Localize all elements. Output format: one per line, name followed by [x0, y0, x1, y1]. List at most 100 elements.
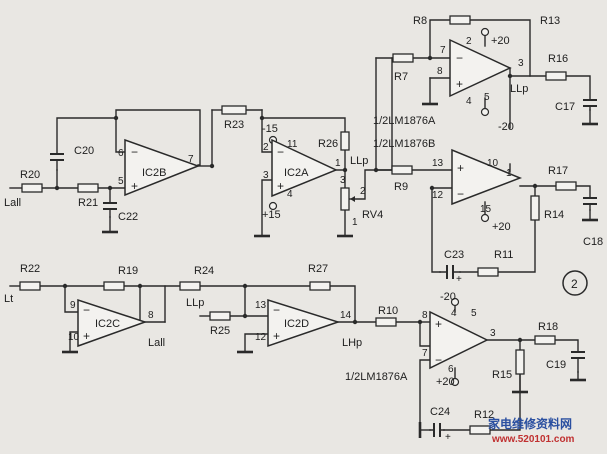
lm1-pin-noninv: 8: [437, 66, 443, 77]
resistors: [19, 15, 577, 435]
svg-text:+: +: [277, 179, 284, 193]
resistor-r27: [309, 281, 331, 291]
label-r10: R10: [378, 305, 398, 317]
opamp-ic2d: [267, 298, 341, 348]
svg-text:+: +: [456, 77, 463, 91]
label-r27: R27: [308, 263, 328, 275]
ic2a-pin-out: 1: [335, 158, 341, 169]
resistor-r12: [469, 425, 491, 435]
resistor-r25: [209, 311, 231, 321]
c24-plus-mark: +: [445, 432, 451, 443]
svg-text:−: −: [457, 187, 464, 201]
net-lt: Lt: [4, 293, 13, 305]
label-r23: R23: [224, 119, 244, 131]
net-lall-output: Lall: [148, 337, 165, 349]
c23-plus-mark: +: [456, 274, 462, 285]
svg-text:+: +: [83, 329, 90, 343]
label-r18: R18: [538, 321, 558, 333]
resistor-r26: [340, 131, 350, 151]
label-r7: R7: [394, 71, 408, 83]
label-r8: R8: [413, 15, 427, 27]
ic2c-pin-inv: 9: [70, 300, 76, 311]
resistor-r22: [19, 281, 41, 291]
ic2b-pin-noninv: 5: [118, 176, 124, 187]
label-c23: C23: [444, 249, 464, 261]
lm3-supply-pos: +20: [436, 376, 455, 388]
figure-number: 2: [571, 277, 578, 291]
resistor-r9: [391, 165, 413, 175]
rv4-wiper-arrow: [350, 196, 355, 202]
ic2c-pin-noninv: 10: [68, 332, 80, 343]
label-r24: R24: [194, 265, 214, 277]
svg-text:−: −: [273, 303, 280, 317]
label-r20: R20: [20, 169, 40, 181]
resistor-r23: [221, 105, 247, 115]
label-c17: C17: [555, 101, 575, 113]
ic2d-pin-inv: 13: [255, 300, 267, 311]
rv4-pin3: 3: [340, 175, 346, 186]
rv4-pin1: 1: [352, 217, 358, 228]
opamp-lm1876b: [451, 148, 523, 206]
lm3-pin-inv: 7: [422, 348, 428, 359]
net-llp-output: LLp: [510, 83, 528, 95]
lm3-pin-mute: 5: [471, 308, 477, 319]
lm2-pin-out: 1: [506, 168, 512, 179]
resistor-r17: [555, 181, 577, 191]
resistor-r15: [515, 349, 525, 375]
ic2a-pin-inv: 2: [263, 142, 269, 153]
lm3-part-label: 1/2LM1876A: [345, 371, 408, 383]
lm1-part-label: 1/2LM1876A: [373, 115, 436, 127]
resistor-r19: [103, 281, 125, 291]
lm3-pin-vneg: 4: [451, 308, 457, 319]
lm2-pin-mute: 10: [487, 158, 499, 169]
opamp-lm1876a-upper: [449, 38, 512, 98]
ic2a-label: IC2A: [284, 167, 309, 179]
svg-text:+: +: [273, 329, 280, 343]
resistor-r18: [534, 335, 556, 345]
ic2a-pin-vneg: 11: [287, 139, 298, 150]
svg-text:−: −: [277, 145, 284, 159]
ic2b-pin-inv: 6: [118, 148, 124, 159]
ic2a-pin-vpos: 4: [287, 189, 293, 200]
lm2-pin-inv: 12: [432, 190, 444, 201]
lm2-pin-noninv: 13: [432, 158, 444, 169]
lm1-pin-vneg: 4: [466, 96, 472, 107]
lm1-supply-pos: +20: [491, 35, 510, 47]
label-r12: R12: [474, 409, 494, 421]
ic2c-pin-out: 8: [148, 310, 154, 321]
svg-text:−: −: [131, 145, 138, 159]
opamps: [77, 38, 523, 370]
potentiometer-rv4: [340, 187, 350, 211]
net-lhp: LHp: [342, 337, 362, 349]
lm3-pin-vpos: 6: [448, 364, 454, 375]
resistor-r8: [449, 15, 471, 25]
watermark-title: 家电维修资料网: [488, 416, 572, 431]
lm1-supply-neg: -20: [498, 121, 514, 133]
label-r26: R26: [318, 138, 338, 150]
wires: [9, 19, 591, 431]
svg-text:−: −: [83, 303, 90, 317]
rv4-pin2: 2: [360, 186, 366, 197]
ground-symbols: [62, 102, 598, 438]
svg-text:−: −: [435, 353, 442, 367]
lm2-pin-vpos: 15: [480, 204, 492, 215]
ic2a-supply-pos: +15: [262, 209, 281, 221]
ic2d-label: IC2D: [284, 318, 309, 330]
ic2b-label: IC2B: [142, 167, 166, 179]
opamp-ic2a: [271, 138, 338, 198]
ic2d-pin-noninv: 12: [255, 332, 267, 343]
net-llp-ic2d: LLp: [186, 297, 204, 309]
lm3-pin-out: 3: [490, 328, 496, 339]
watermark-url: www.520101.com: [491, 434, 575, 445]
lm3-pin-noninv: 8: [422, 310, 428, 321]
ic2a-supply-neg: -15: [262, 123, 278, 135]
ic2a-pin-noninv: 3: [263, 170, 269, 181]
svg-text:+: +: [457, 161, 464, 175]
label-r9: R9: [394, 181, 408, 193]
ic2d-pin-out: 14: [340, 310, 352, 321]
net-lall-input: Lall: [4, 197, 21, 209]
junctions: [54, 55, 538, 343]
lm1-pin-out: 3: [518, 58, 524, 69]
